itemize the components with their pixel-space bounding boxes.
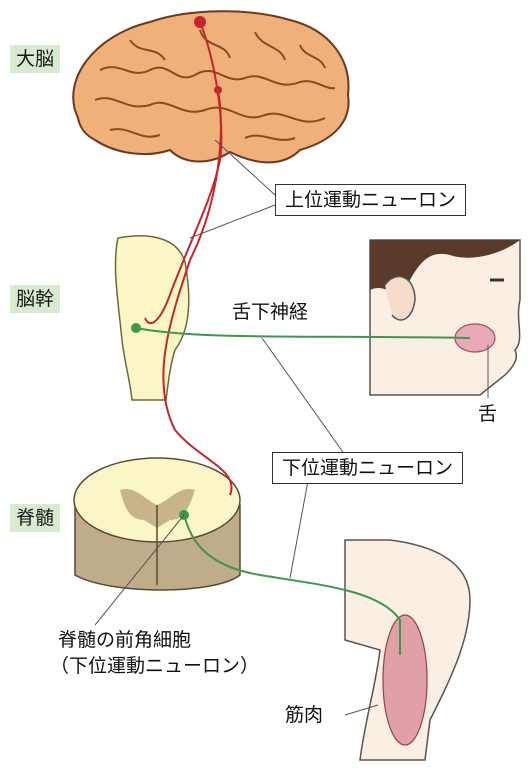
hypoglossal-nerve-label: 舌下神経 <box>232 300 308 324</box>
upper-neuron-cell-body <box>194 16 206 28</box>
cerebrum-illustration <box>73 11 348 162</box>
hypoglossal-cell-body <box>131 323 141 333</box>
upper-motor-neuron-label: 上位運動ニューロン <box>275 184 466 216</box>
lower-motor-neuron-label: 下位運動ニューロン <box>272 452 463 484</box>
spinal-cord-illustration <box>74 458 240 590</box>
anterior-horn-label: 脊髄の前角細胞 <box>58 628 191 652</box>
arm-illustration <box>345 540 470 760</box>
region-tag-brainstem: 脳幹 <box>10 285 60 313</box>
upper-neuron-cell-body <box>214 86 222 94</box>
brainstem-illustration <box>115 236 188 400</box>
tongue-label: 舌 <box>478 402 497 426</box>
face-illustration <box>370 240 520 395</box>
region-tag-cerebrum: 大脳 <box>10 45 60 73</box>
region-tag-spinal-cord: 脊髄 <box>10 504 60 532</box>
anterior-horn-sublabel: （下位運動ニューロン） <box>50 654 259 678</box>
muscle-label: 筋肉 <box>285 703 323 727</box>
